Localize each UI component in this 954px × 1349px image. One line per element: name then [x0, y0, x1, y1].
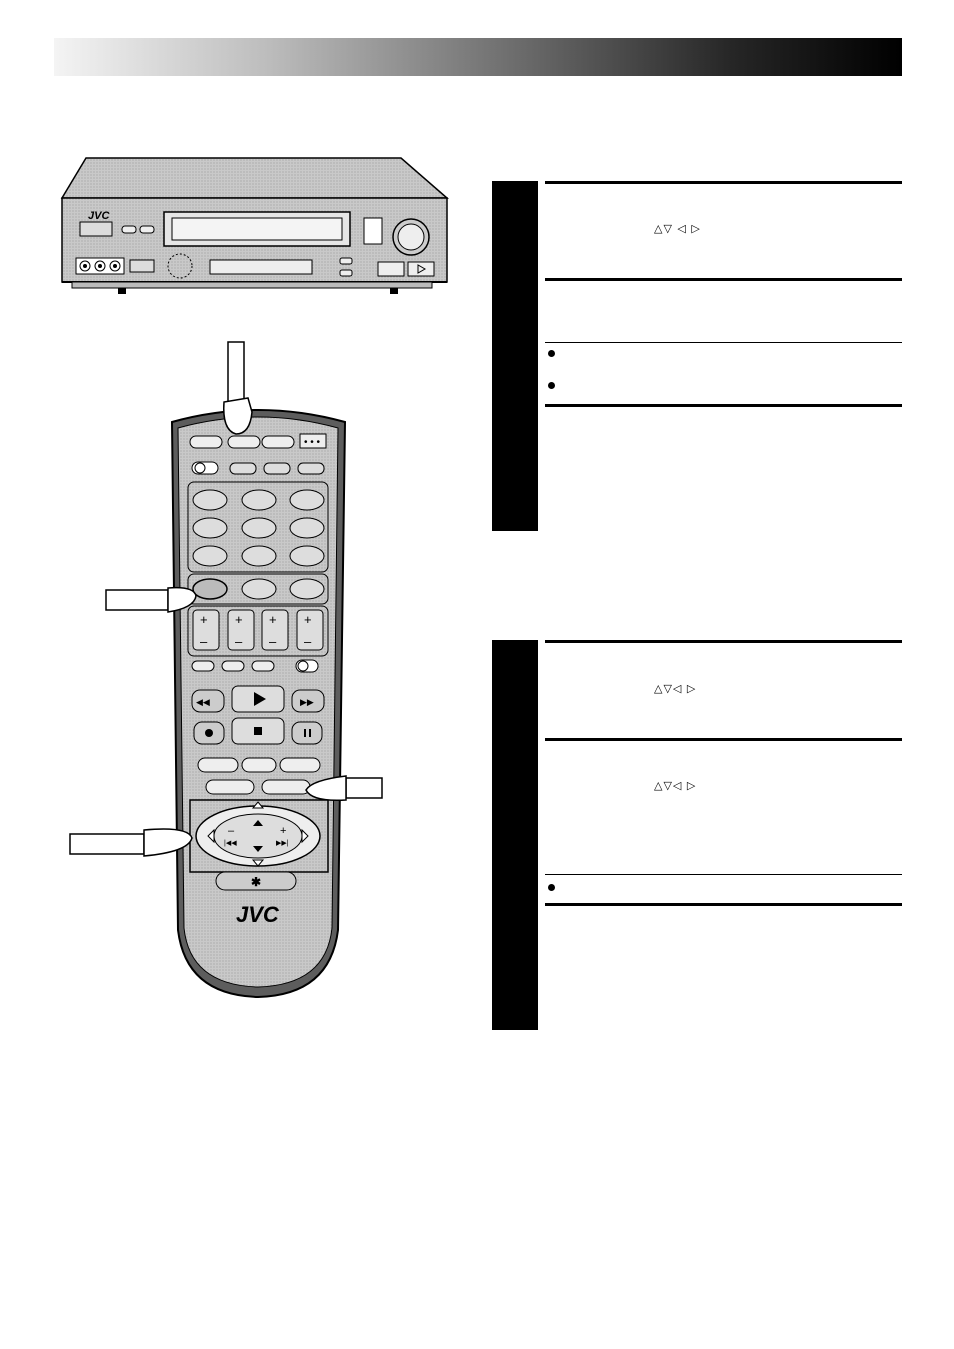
svg-text:–: –	[200, 634, 208, 649]
step-rule-2	[545, 278, 902, 281]
svg-text:+: +	[304, 612, 312, 627]
svg-text:+: +	[269, 612, 277, 627]
step-rule-1	[545, 181, 902, 184]
note-bullet-1	[548, 350, 555, 357]
note-divider-upper	[545, 342, 902, 343]
svg-text:+: +	[235, 612, 243, 627]
step-rule-5	[545, 738, 902, 741]
arrow-keys-symbol-3: △▽◁ ▷	[654, 779, 697, 792]
svg-text:–: –	[228, 825, 235, 837]
svg-text:• • •: • • •	[304, 437, 321, 448]
arrow-keys-symbol-1: △▽ ◁ ▷	[654, 222, 701, 235]
step-rule-4	[545, 640, 902, 643]
pointing-hand-top	[223, 341, 253, 435]
svg-text:–: –	[269, 634, 277, 649]
step-side-bar-lower	[492, 640, 538, 1030]
step-side-bar-upper	[492, 181, 538, 531]
note-divider-lower	[545, 874, 902, 875]
svg-text:+: +	[200, 612, 208, 627]
vcr-brand-logo: JVC	[88, 210, 110, 222]
arrow-keys-symbol-2: △▽◁ ▷	[654, 682, 697, 695]
step-rule-3	[545, 404, 902, 407]
svg-text:▶▶: ▶▶	[300, 697, 314, 707]
note-bullet-2	[548, 382, 555, 389]
pointing-hand-left-lower	[69, 828, 193, 857]
pointing-hand-right	[305, 775, 383, 802]
pointing-hand-left-upper	[105, 586, 197, 613]
svg-text:+: +	[280, 825, 286, 837]
svg-text:|◀◀: |◀◀	[224, 840, 237, 847]
svg-text:▶▶|: ▶▶|	[276, 840, 289, 847]
svg-text:✱: ✱	[251, 875, 261, 889]
vcr-illustration: JVC	[60, 157, 450, 294]
svg-text:–: –	[304, 634, 312, 649]
step-rule-6	[545, 903, 902, 906]
note-bullet-3	[548, 884, 555, 891]
svg-text:–: –	[235, 634, 243, 649]
svg-text:◀◀: ◀◀	[196, 697, 210, 707]
remote-brand-logo: JVC	[236, 902, 280, 927]
page-header-bar	[54, 38, 902, 76]
remote-illustration: • • • + – + – + – + –	[69, 341, 383, 999]
